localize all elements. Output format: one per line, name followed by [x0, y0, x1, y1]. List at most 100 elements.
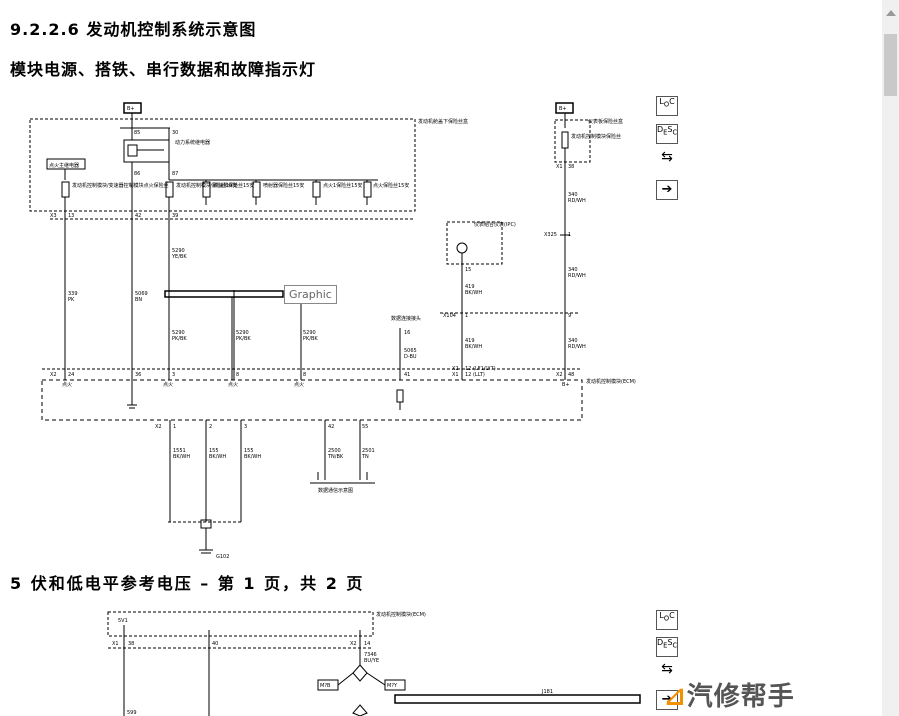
svg-text:40: 40 — [212, 641, 218, 647]
svg-text:87: 87 — [172, 171, 178, 177]
section-subtitle: 模块电源、搭铁、串行数据和故障指示灯 — [10, 60, 317, 79]
next-arrow-icon: ➔ — [661, 182, 673, 197]
scroll-thumb[interactable] — [884, 34, 897, 96]
svg-text:仪表板保险丝盒: 仪表板保险丝盒 — [588, 118, 623, 125]
svg-text:点火: 点火 — [228, 382, 238, 388]
svg-text:点火主继电器: 点火主继电器 — [49, 162, 79, 169]
svg-text:X3: X3 — [50, 213, 57, 219]
svg-text:2501: 2501 — [362, 448, 375, 454]
svg-text:发动机控制模块(ECM): 发动机控制模块(ECM) — [586, 378, 636, 385]
svg-text:点火: 点火 — [294, 382, 304, 388]
connector-button-2[interactable]: ⇆ — [656, 662, 678, 684]
description-button-2[interactable]: DESC — [656, 637, 678, 657]
svg-text:发动机控制模块保险丝: 发动机控制模块保险丝 — [571, 133, 621, 140]
svg-text:5290: 5290 — [172, 330, 185, 336]
svg-text:16: 16 — [404, 330, 410, 336]
logo-mark-icon: ⊿ — [664, 682, 687, 712]
svg-text:RD/WH: RD/WH — [568, 273, 586, 279]
svg-text:BU/YE: BU/YE — [364, 658, 379, 664]
svg-text:X2: X2 — [350, 641, 357, 647]
svg-text:155: 155 — [244, 448, 254, 454]
svg-text:X325: X325 — [544, 232, 557, 238]
svg-text:燃油泵保险丝15安: 燃油泵保险丝15安 — [213, 182, 254, 189]
powertrain-relay — [123, 139, 170, 163]
svg-text:5290: 5290 — [172, 248, 185, 254]
svg-text:5069: 5069 — [135, 291, 148, 297]
svg-text:3: 3 — [172, 372, 175, 378]
next-button[interactable]: ➔ — [656, 180, 678, 200]
watermark-logo: ⊿汽修帮手 — [664, 682, 795, 712]
svg-text:42: 42 — [328, 424, 334, 430]
svg-text:14: 14 — [364, 641, 370, 647]
svg-text:点火保险丝15安: 点火保险丝15安 — [373, 182, 409, 189]
svg-text:X1: X1 — [452, 372, 459, 378]
connector-button[interactable]: ⇆ — [656, 149, 678, 172]
next-button-2[interactable]: ➔ — [656, 690, 678, 710]
svg-text:B+: B+ — [127, 106, 135, 112]
locator-button-2[interactable]: LOC — [656, 610, 678, 630]
locator-icon: LOC — [659, 97, 675, 109]
svg-text:TN/BK: TN/BK — [327, 454, 344, 460]
svg-text:J181: J181 — [541, 689, 553, 695]
svg-text:X2: X2 — [155, 424, 162, 430]
svg-text:38: 38 — [128, 641, 134, 647]
svg-text:38: 38 — [568, 164, 574, 170]
svg-text:86: 86 — [134, 171, 140, 177]
svg-text:30: 30 — [172, 130, 178, 136]
svg-text:12 (LLT): 12 (LLT) — [465, 372, 485, 378]
svg-text:B+: B+ — [559, 106, 567, 112]
svg-text:X2: X2 — [556, 372, 563, 378]
svg-text:9: 9 — [568, 313, 571, 319]
svg-text:数据通信示意图: 数据通信示意图 — [318, 487, 353, 494]
underhood-fuse-box — [29, 118, 416, 212]
svg-text:G102: G102 — [216, 554, 229, 560]
svg-text:RD/WH: RD/WH — [568, 198, 586, 204]
svg-text:5290: 5290 — [236, 330, 249, 336]
graphic-tooltip: Graphic — [284, 285, 337, 304]
svg-text:喷射器保险丝15安: 喷射器保险丝15安 — [263, 182, 304, 189]
svg-text:7346: 7346 — [364, 652, 377, 658]
svg-text:340: 340 — [568, 338, 578, 344]
svg-text:TN: TN — [361, 454, 369, 460]
svg-text:8: 8 — [303, 372, 306, 378]
svg-text:BN: BN — [135, 297, 142, 303]
svg-text:1: 1 — [173, 424, 176, 430]
svg-text:48: 48 — [568, 372, 574, 378]
locator-button[interactable]: LOC — [656, 96, 678, 116]
svg-text:340: 340 — [568, 267, 578, 273]
svg-text:PK/BK: PK/BK — [236, 336, 251, 342]
svg-text:419: 419 — [465, 284, 475, 290]
svg-text:点火: 点火 — [163, 382, 173, 388]
svg-text:55: 55 — [362, 424, 368, 430]
vertical-scrollbar[interactable] — [882, 0, 899, 716]
svg-text:15: 15 — [465, 267, 471, 273]
svg-text:1551: 1551 — [173, 448, 186, 454]
svg-text:仪表组合仪表(IPC): 仪表组合仪表(IPC) — [474, 221, 516, 228]
svg-text:PK: PK — [68, 297, 75, 303]
svg-text:动力系统继电器: 动力系统继电器 — [175, 139, 210, 146]
svg-text:发动机控制模块(ECM): 发动机控制模块(ECM) — [376, 611, 426, 618]
svg-text:24: 24 — [68, 372, 74, 378]
page2-heading: 5 伏和低电平参考电压 – 第 1 页，共 2 页 — [10, 574, 365, 593]
description-button[interactable]: DESC — [656, 124, 678, 144]
svg-text:39: 39 — [172, 213, 178, 219]
diagram-labels: B+ 发动机舱盖下保险丝盒 85 30 86 87 动力系统继电器 点火主继电器… — [49, 106, 636, 716]
svg-text:数据连接接头: 数据连接接头 — [391, 315, 421, 322]
svg-text:点火1保险丝15安: 点火1保险丝15安 — [323, 182, 363, 189]
svg-text:1: 1 — [465, 313, 468, 319]
svg-text:13: 13 — [68, 213, 74, 219]
svg-text:419: 419 — [465, 338, 475, 344]
svg-text:点火: 点火 — [62, 382, 72, 388]
scroll-up-icon[interactable] — [886, 10, 896, 16]
svg-text:X2: X2 — [452, 366, 459, 372]
svg-text:PK/BK: PK/BK — [303, 336, 318, 342]
svg-text:X2: X2 — [50, 372, 57, 378]
svg-text:8: 8 — [236, 372, 239, 378]
connector-icon: ⇆ — [661, 149, 673, 165]
svg-text:5290: 5290 — [303, 330, 316, 336]
svg-text:BK/WH: BK/WH — [465, 344, 482, 350]
svg-text:X1: X1 — [112, 641, 119, 647]
locator-icon: LOC — [659, 611, 675, 623]
ecm-box — [41, 379, 583, 421]
